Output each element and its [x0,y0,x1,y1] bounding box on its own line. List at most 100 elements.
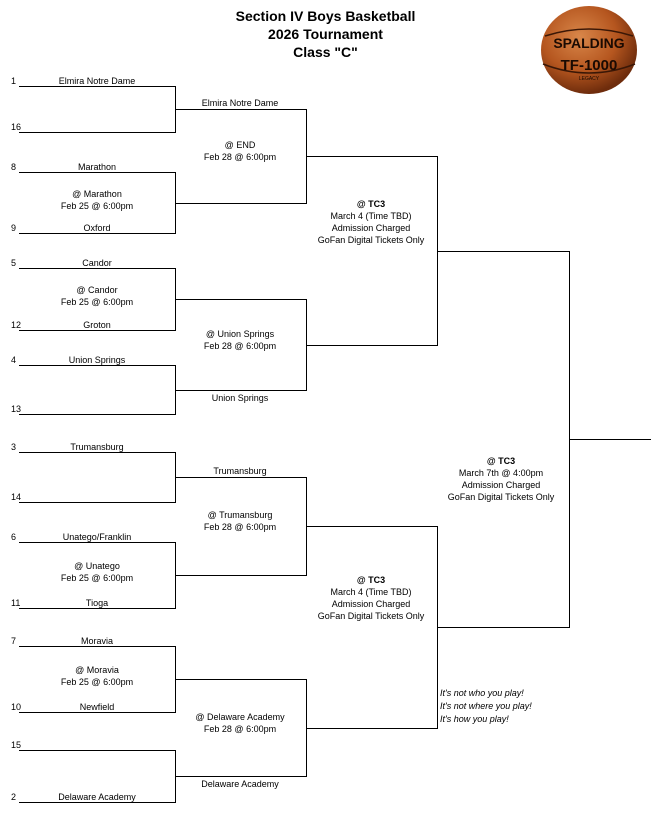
r1-team-label: Oxford [83,223,111,233]
r1-line [19,268,175,270]
basketball-logo: SPALDING TF-1000 LEGACY [541,6,637,94]
quote-line-1: It's not who you play! [440,688,524,698]
r1-game-time: Feb 25 @ 6:00pm [60,200,134,211]
r3-line [306,526,437,528]
r2-team-label: Elmira Notre Dame [201,98,279,108]
r2-game-time: Feb 28 @ 6:00pm [203,723,277,734]
seed-number: 6 [11,532,17,542]
r3-line [306,728,437,730]
r1-team-label: Candor [82,258,112,268]
r2-team-label: Trumansburg [213,466,267,476]
seed-number: 16 [11,122,22,132]
r1-game-venue: @ Candor [76,285,118,295]
r2-game-venue: @ END [224,140,256,150]
r1-line [19,86,175,88]
r2-line [175,477,306,479]
quote-line-3: It's how you play! [440,714,509,724]
seed-number: 3 [11,442,17,452]
r1-game-venue: @ Marathon [72,188,122,199]
title-line-3: Class "C" [293,44,358,60]
r1-line [19,712,175,714]
r1-game-venue: @ Unatego [74,561,120,571]
semi-note-tickets: GoFan Digital Tickets Only [317,611,425,621]
semi-date: March 4 (Time TBD) [330,587,412,597]
r2-team-label: Delaware Academy [201,779,279,789]
semi-date: March 4 (Time TBD) [330,210,412,221]
r2-line [175,299,306,301]
semi-note-admission: Admission Charged [331,599,411,609]
seed-number: 11 [11,598,21,608]
final-note-admission: Admission Charged [461,480,541,490]
final-line [437,251,569,253]
r3-line [306,156,437,158]
seed-number: 7 [11,636,17,646]
r1-line [19,233,175,235]
semi-venue: @ TC3 [356,575,386,585]
seed-number: 10 [11,702,22,712]
final-line [437,627,569,629]
r2-line [175,390,306,392]
r2-line [175,776,306,778]
seed-number: 15 [11,740,22,750]
r2-game-venue: @ Union Springs [205,328,275,339]
r2-game-venue: @ Trumansburg [207,510,273,520]
seed-number: 14 [11,492,22,502]
champion-line [569,439,651,441]
r1-game-time: Feb 25 @ 6:00pm [60,297,134,307]
final-venue: @ TC3 [486,456,516,466]
r2-game-time: Feb 28 @ 6:00pm [203,522,277,532]
title-line-1: Section IV Boys Basketball [235,8,416,24]
logo-sub: LEGACY [579,76,600,82]
r2-game-time: Feb 28 @ 6:00pm [203,152,277,162]
semi-note-tickets: GoFan Digital Tickets Only [317,234,425,245]
r1-line [19,646,175,648]
r1-team-label: Moravia [80,636,114,646]
title-line-2: 2026 Tournament [268,26,383,42]
seed-number: 1 [11,76,17,86]
final-note-tickets: GoFan Digital Tickets Only [447,492,555,502]
final-date: March 7th @ 4:00pm [458,468,544,478]
r2-line [175,575,306,577]
semi-note-admission: Admission Charged [331,222,411,233]
r1-line [19,452,175,454]
r1-game-venue: @ Moravia [75,665,119,675]
logo-brand: SPALDING [553,35,624,51]
r1-team-label: Trumansburg [70,442,124,452]
seed-number: 5 [11,258,17,268]
r1-line [19,172,175,174]
r1-line [19,802,175,804]
r1-team-label: Marathon [77,162,117,172]
r1-line [19,414,175,416]
r1-team-label: Delaware Academy [58,792,136,802]
seed-number: 13 [11,404,22,414]
r1-team-label: Groton [83,320,111,330]
semi-venue: @ TC3 [356,198,386,209]
r1-team-label: Tioga [85,598,109,608]
r1-game-time: Feb 25 @ 6:00pm [60,573,134,583]
seed-number: 2 [11,792,17,802]
seed-number: 8 [11,162,17,172]
quote-line-2: It's not where you play! [440,701,532,711]
r3-line [306,345,437,347]
r1-game-time: Feb 25 @ 6:00pm [60,677,134,687]
r1-line [19,330,175,332]
r1-line [19,132,175,134]
r1-team-label: Elmira Notre Dame [58,76,136,86]
r1-team-label: Union Springs [68,355,126,365]
r1-line [19,608,175,610]
logo-model: TF-1000 [561,57,618,74]
r1-team-label: Unatego/Franklin [62,532,132,542]
r2-game-time: Feb 28 @ 6:00pm [203,340,277,351]
r1-team-label: Newfield [79,702,115,712]
r1-line [19,502,175,504]
seed-number: 9 [11,223,17,233]
seed-number: 4 [11,355,17,365]
r2-line [175,679,306,681]
r1-line [19,542,175,544]
r1-line [19,750,175,752]
r2-line [175,109,306,111]
seed-number: 12 [11,320,22,330]
r2-team-label: Union Springs [211,393,269,403]
r1-line [19,365,175,367]
r2-line [175,203,306,205]
